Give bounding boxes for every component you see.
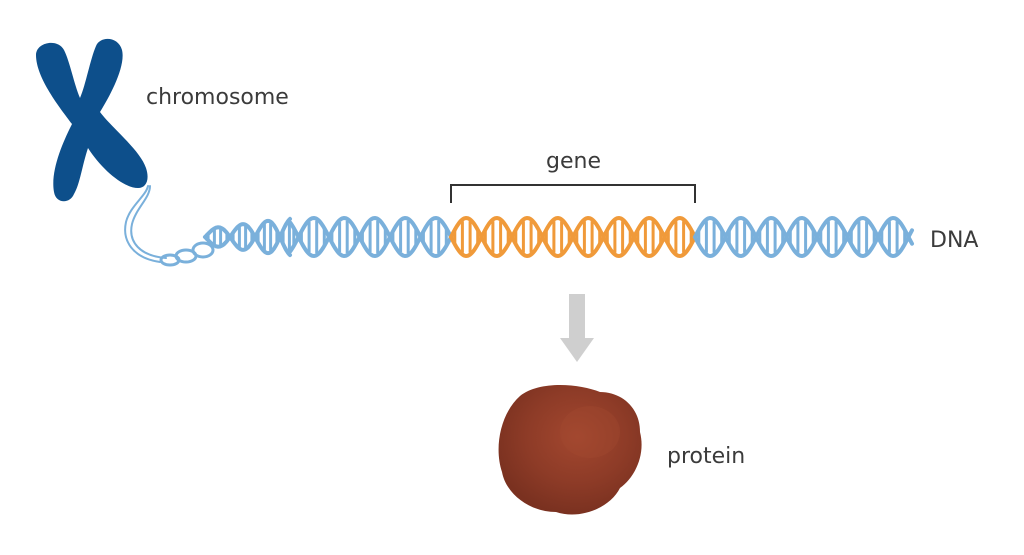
protein-blob-icon	[498, 385, 642, 515]
gene-bracket	[450, 184, 696, 203]
dna-helix	[203, 215, 914, 259]
gene-label: gene	[546, 149, 601, 174]
protein-label: protein	[667, 444, 745, 469]
dna-strand	[693, 215, 914, 259]
dna-strand	[288, 215, 453, 259]
chromosome-tether	[124, 185, 167, 263]
dna-strand	[203, 216, 292, 256]
dna-coils	[159, 241, 215, 267]
dna-strand	[449, 215, 697, 259]
dna-label: DNA	[930, 228, 978, 253]
arrow-down-icon	[560, 294, 594, 362]
chromosome-label: chromosome	[146, 85, 289, 110]
dna-strand	[693, 215, 914, 259]
chromosome-icon	[36, 38, 148, 202]
dna-strand	[203, 218, 292, 258]
dna-strand	[288, 215, 453, 259]
